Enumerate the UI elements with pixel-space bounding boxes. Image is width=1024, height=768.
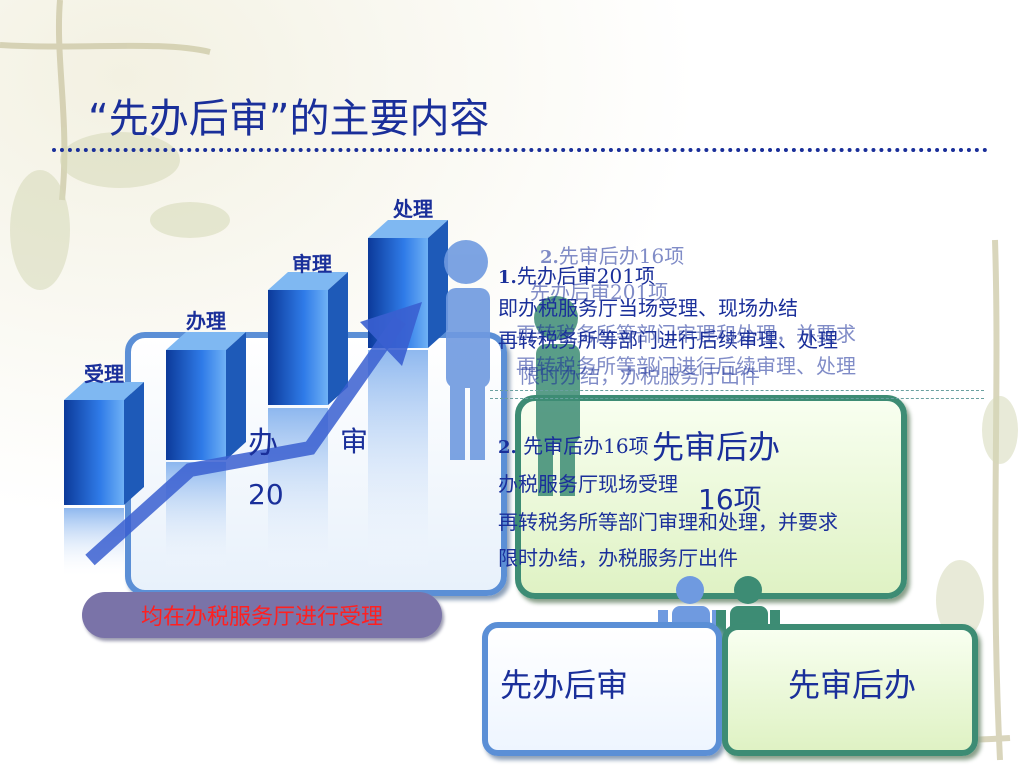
note-top-item1-line2: 再转税务所等部门进行后续审理、处理 bbox=[498, 328, 838, 352]
note-item2-title: 2. 先审后办16项 bbox=[498, 434, 649, 458]
note-top-item2-title: 2.先审后办16项 bbox=[540, 244, 685, 268]
separator-1 bbox=[490, 390, 984, 391]
column-1 bbox=[64, 382, 144, 578]
column-diagram bbox=[64, 220, 448, 578]
note-top-item2-line4: 限时办结，办税服务厅出件 bbox=[520, 364, 760, 388]
trend-arrow bbox=[85, 315, 406, 566]
left-panel-text-1: 办 bbox=[248, 426, 278, 461]
box-first-handle bbox=[482, 622, 722, 756]
title-divider bbox=[52, 148, 988, 152]
column-3 bbox=[268, 272, 348, 578]
column-label-2: 办理 bbox=[186, 309, 226, 333]
acceptance-note-pill: 均在办税服务厅进行受理 bbox=[82, 592, 442, 638]
column-label-4: 处理 bbox=[393, 197, 433, 221]
person-icon-green-large bbox=[534, 296, 580, 496]
box-first-review bbox=[722, 624, 978, 756]
right-panel-count: 16项 bbox=[698, 483, 762, 516]
note-item2-line1: 办税服务厅现场受理 bbox=[498, 472, 678, 496]
separator-2 bbox=[490, 398, 984, 399]
right-panel bbox=[515, 395, 907, 599]
box-first-handle-label: 先办后审 bbox=[500, 666, 629, 704]
box-first-review-label: 先审后办 bbox=[788, 666, 917, 704]
column-label-1: 受理 bbox=[84, 362, 124, 386]
note-top-item2-line3: 再转税务所等部门进行后续审理、处理 bbox=[516, 354, 856, 378]
note-item2-line2: 再转税务所等部门审理和处理，并要求 bbox=[498, 510, 838, 534]
note-top-item1-title-shadow: 先办后审201项 bbox=[530, 280, 669, 304]
person-icon-blue-large bbox=[444, 240, 490, 460]
page-title: “先办后审”的主要内容 bbox=[88, 96, 490, 142]
left-panel-text-1b: 审 bbox=[340, 425, 369, 458]
left-panel-text-2: 20 bbox=[248, 478, 284, 511]
note-top-item2-line1: 再转税务所等部门审理和处理，并要求 bbox=[516, 322, 856, 346]
column-label-3: 审理 bbox=[292, 252, 332, 276]
acceptance-note-text: 均在办税服务厅进行受理 bbox=[140, 605, 383, 630]
note-top-item1-title: 1.先办后审201项 bbox=[498, 264, 655, 288]
note-top-item1-line1: 即办税服务厅当场受理、现场办结 bbox=[498, 296, 798, 320]
right-panel-title: 先审后办 bbox=[652, 428, 781, 466]
note-item2-line3: 限时办结，办税服务厅出件 bbox=[498, 546, 738, 570]
